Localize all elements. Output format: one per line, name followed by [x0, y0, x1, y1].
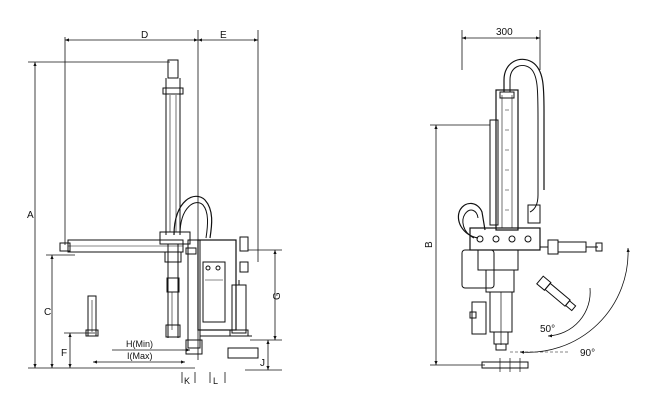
dim-label-300: 300	[496, 27, 513, 38]
dim-label-c: C	[44, 307, 51, 318]
side-view	[28, 30, 282, 383]
dim-label-b: B	[424, 241, 435, 248]
dim-label-l: L	[213, 376, 218, 386]
dim-label-d: D	[141, 30, 148, 41]
dim-label-f: F	[61, 348, 67, 359]
dim-label-k: K	[184, 376, 190, 386]
dim-label-i: I(Max)	[127, 351, 153, 361]
dim-label-h: H(Min)	[126, 339, 153, 349]
dim-label-g: G	[272, 292, 283, 300]
angle-label-50: 50°	[540, 324, 555, 335]
front-view	[430, 30, 630, 372]
dim-label-a: A	[27, 210, 34, 221]
angle-label-90: 90°	[580, 348, 595, 359]
dim-label-e: E	[220, 30, 227, 41]
dim-label-j: J	[260, 358, 265, 369]
